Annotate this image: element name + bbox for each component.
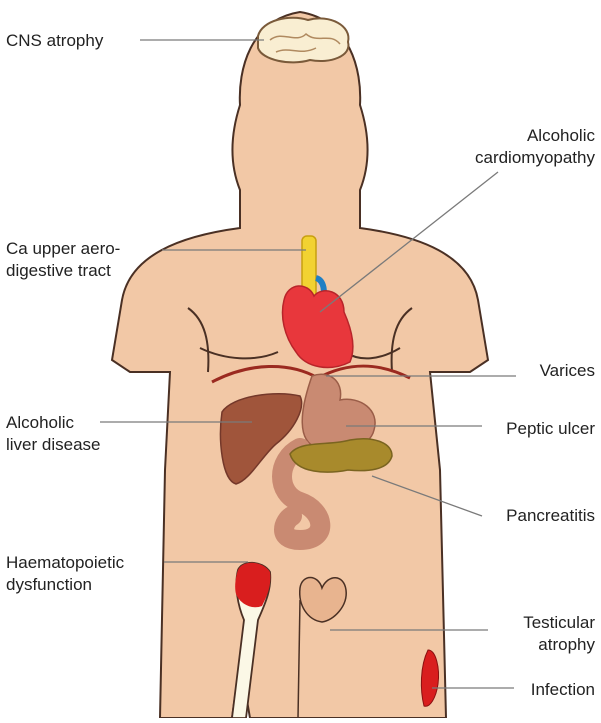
label-peptic-ulcer: Peptic ulcer bbox=[506, 418, 595, 440]
label-haem-line2: dysfunction bbox=[6, 574, 124, 596]
label-varices: Varices bbox=[540, 360, 595, 382]
label-haem-line1: Haematopoietic bbox=[6, 552, 124, 574]
label-testicular-line1: Testicular bbox=[523, 612, 595, 634]
label-testicular-line2: atrophy bbox=[523, 634, 595, 656]
label-alcoholic-cardiomyopathy: Alcoholic cardiomyopathy bbox=[475, 125, 595, 169]
label-cardio-line1: Alcoholic bbox=[475, 125, 595, 147]
label-cns-text: CNS atrophy bbox=[6, 30, 103, 52]
label-infection-text: Infection bbox=[531, 679, 595, 701]
label-pancreatitis-text: Pancreatitis bbox=[506, 505, 595, 527]
label-ca-line2: digestive tract bbox=[6, 260, 120, 282]
label-ca-upper-aerodigestive: Ca upper aero- digestive tract bbox=[6, 238, 120, 282]
label-peptic-text: Peptic ulcer bbox=[506, 418, 595, 440]
label-haematopoietic-dysfunction: Haematopoietic dysfunction bbox=[6, 552, 124, 596]
label-cardio-line2: cardiomyopathy bbox=[475, 147, 595, 169]
label-varices-text: Varices bbox=[540, 360, 595, 382]
label-ca-line1: Ca upper aero- bbox=[6, 238, 120, 260]
label-infection: Infection bbox=[531, 679, 595, 701]
label-liver-line1: Alcoholic bbox=[6, 412, 101, 434]
label-pancreatitis: Pancreatitis bbox=[506, 505, 595, 527]
label-cns-atrophy: CNS atrophy bbox=[6, 30, 103, 52]
label-alcoholic-liver-disease: Alcoholic liver disease bbox=[6, 412, 101, 456]
label-testicular-atrophy: Testicular atrophy bbox=[523, 612, 595, 656]
label-liver-line2: liver disease bbox=[6, 434, 101, 456]
